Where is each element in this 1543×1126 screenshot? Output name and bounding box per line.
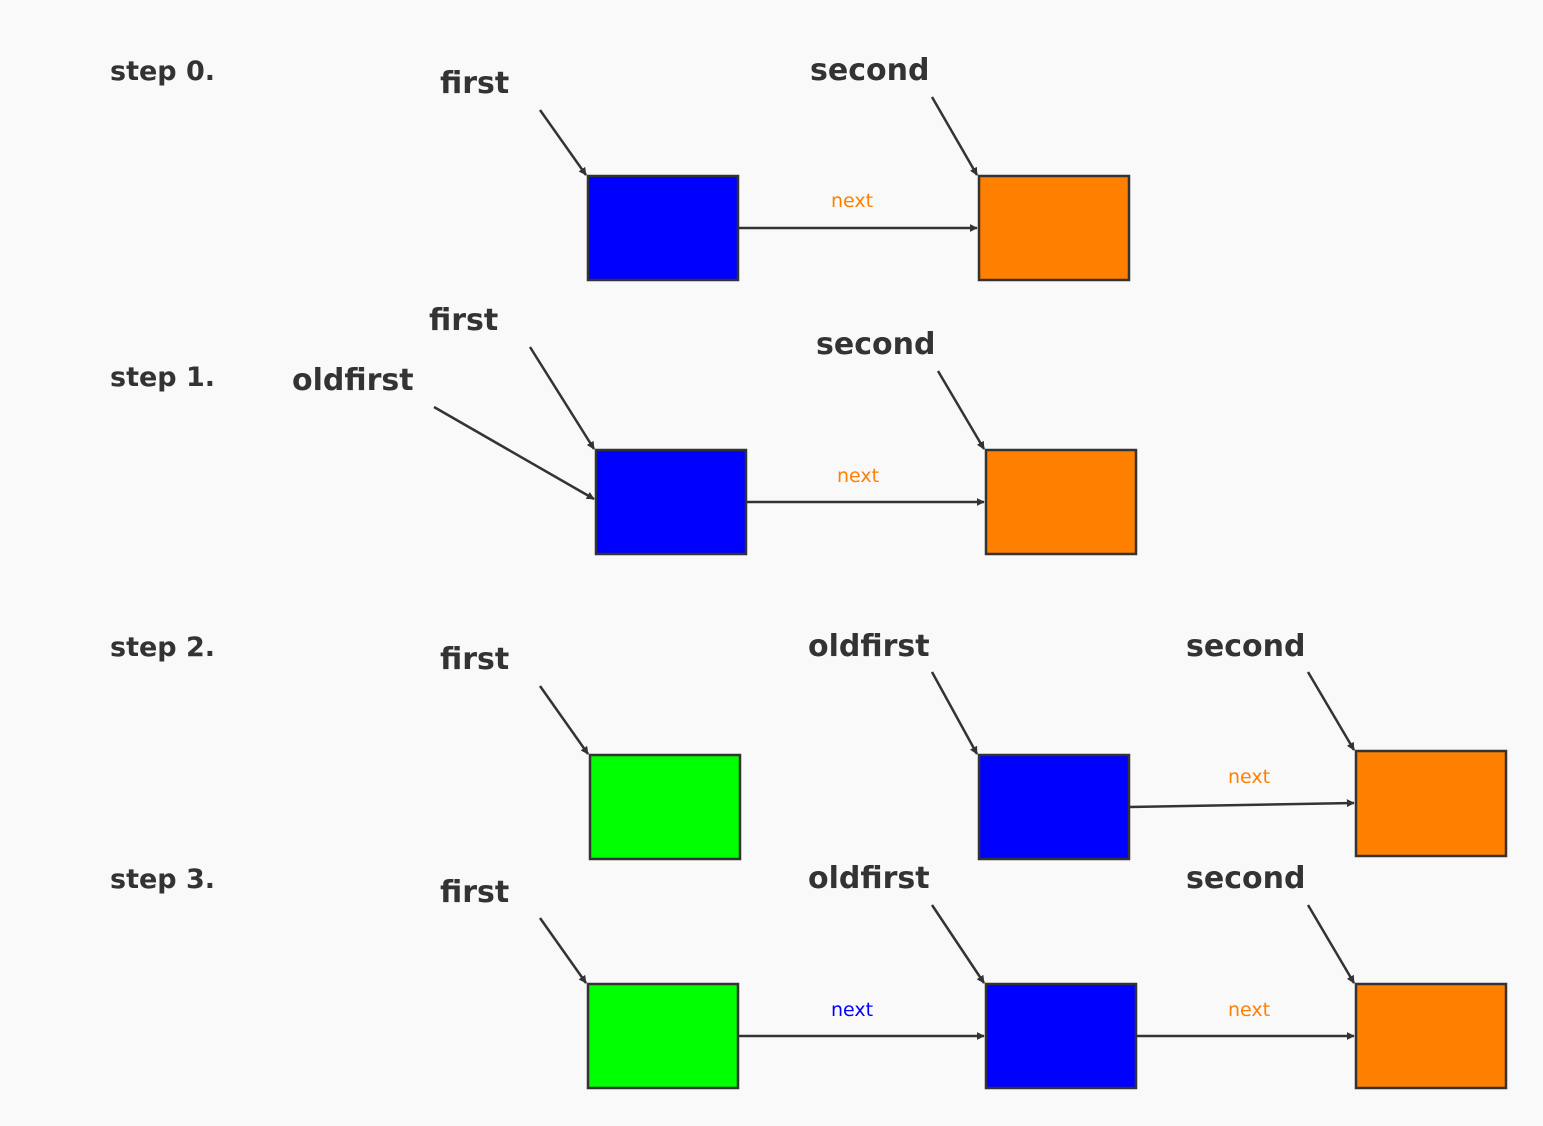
pointer-arrow-second [1306,904,1356,984]
node-blue [586,174,740,282]
node-orange [984,448,1138,556]
node-orange [977,174,1131,282]
pointer-arrow-second [936,370,986,450]
pointer-label-oldfirst: oldfirst [292,363,414,398]
next-label-orange: next [1228,999,1270,1021]
pointer-label-first: first [440,642,509,677]
step-1-label: step 1. [110,362,215,393]
pointer-arrow-first [538,109,588,176]
pointer-label-second: second [1186,629,1305,664]
pointer-arrow-first [538,917,588,984]
pointer-label-second: second [1186,861,1305,896]
next-label: next [831,190,873,212]
next-label: next [837,465,879,487]
step-0: step 0. first second next [110,53,1131,282]
pointer-arrow-second [1306,671,1356,751]
node-orange [1354,982,1508,1090]
next-arrow [1128,799,1355,809]
pointer-arrow-second [930,96,979,176]
next-label-blue: next [831,999,873,1021]
node-blue [984,982,1138,1090]
step-1: step 1. first oldfirst second next [110,303,1138,556]
node-blue [594,448,748,556]
pointer-arrow-oldfirst [930,671,979,755]
node-orange [1354,749,1508,858]
node-green [588,753,742,861]
pointer-label-oldfirst: oldfirst [808,629,930,664]
pointer-label-second: second [816,327,935,362]
pointer-arrow-oldfirst [433,405,595,501]
step-2-label: step 2. [110,632,215,663]
pointer-label-first: first [429,303,498,338]
next-label: next [1228,766,1270,788]
pointer-arrow-first [538,685,590,755]
pointer-arrow-first [528,346,596,450]
node-green [586,982,740,1090]
step-2: step 2. first oldfirst second next [110,629,1508,861]
step-3-label: step 3. [110,864,215,895]
node-blue [977,753,1131,861]
pointer-label-oldfirst: oldfirst [808,861,930,896]
pointer-arrow-oldfirst [930,904,986,984]
pointer-label-first: first [440,875,509,910]
pointer-label-second: second [810,53,929,88]
step-3: step 3. first oldfirst second next next [110,861,1508,1090]
step-0-label: step 0. [110,56,215,87]
pointer-label-first: first [440,66,509,101]
